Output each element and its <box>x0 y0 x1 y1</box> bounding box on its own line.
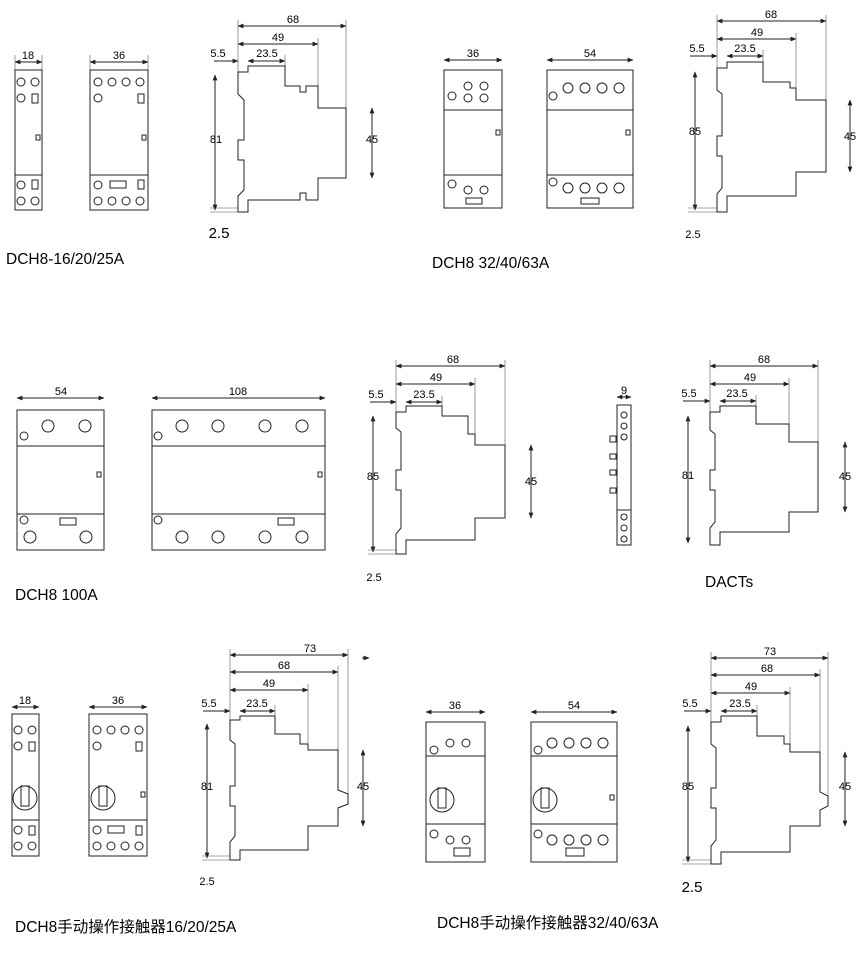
dim-width-18: 18 <box>22 50 34 62</box>
front-view-9mm-g4: 9 <box>609 385 632 546</box>
front-view-54mm-g6: 54 <box>530 700 618 863</box>
dim-2.5-g2: 2.5 <box>685 229 700 241</box>
front-view-36mm-g6: 36 <box>425 700 486 863</box>
dim-depth-68: 68 <box>287 14 299 26</box>
dim-width-36-g2: 36 <box>467 48 479 60</box>
dim-height-85-g6: 85 <box>682 781 694 793</box>
dim-depth-68-g4: 68 <box>758 354 770 366</box>
product-group-dch8-32-40-63a: 36 54 68 49 5.5 <box>432 9 856 272</box>
front-view-108mm-g3: 108 <box>151 386 326 551</box>
caption-manual-32-40-63a: DCH8手动操作接触器32/40/63A <box>437 914 659 932</box>
dim-height-45-g2: 45 <box>844 131 856 143</box>
dim-5.5-g3: 5.5 <box>368 389 383 401</box>
dim-5.5-g2: 5.5 <box>689 43 704 55</box>
dim-5.5: 5.5 <box>210 48 225 60</box>
dim-23.5-g3: 23.5 <box>413 389 434 401</box>
dim-23.5-g5: 23.5 <box>246 698 267 710</box>
dim-5.5-g6: 5.5 <box>682 698 697 710</box>
dim-width-36: 36 <box>113 50 125 62</box>
front-view-36mm: 36 <box>89 50 149 211</box>
side-view-g6: 73 68 49 5.5 23.5 85 45 2.5 <box>682 646 852 896</box>
dim-width-108-g3: 108 <box>229 386 247 398</box>
dim-depth-68-g6: 68 <box>761 663 773 675</box>
dim-height-45-g4: 45 <box>839 471 851 483</box>
side-view-g2: 68 49 5.5 23.5 85 45 2.5 <box>685 9 856 241</box>
dim-width-36-g6: 36 <box>449 700 461 712</box>
front-view-54mm-g3: 54 <box>16 386 105 551</box>
dim-depth-49-g2: 49 <box>751 27 763 39</box>
product-group-dch8-100a: 54 108 68 49 5.5 <box>15 354 537 604</box>
dim-depth-49-g6: 49 <box>745 681 757 693</box>
dim-height-45-g6: 45 <box>839 781 851 793</box>
product-group-dch8-16-20-25a: 18 36 68 49 5 <box>6 14 378 268</box>
dim-width-54-g3: 54 <box>55 386 67 398</box>
dim-height-81-g4: 81 <box>682 470 694 482</box>
dim-depth-73-g6: 73 <box>764 646 776 658</box>
product-group-manual-16-20-25a: 18 36 73 68 49 <box>11 643 370 936</box>
caption-manual-16-20-25a: DCH8手动操作接触器16/20/25A <box>15 918 237 936</box>
dim-2.5-g6: 2.5 <box>682 879 703 896</box>
dim-2.5: 2.5 <box>209 225 230 242</box>
front-view-36mm-g2: 36 <box>443 48 503 209</box>
front-view-18mm: 18 <box>14 50 43 211</box>
dim-depth-68-g3: 68 <box>447 354 459 366</box>
side-view-g1: 68 49 5.5 23.5 81 45 2.5 <box>209 14 379 242</box>
dim-depth-49-g5: 49 <box>263 678 275 690</box>
side-view-g4: 68 49 5.5 23.5 81 45 <box>681 354 851 546</box>
dim-depth-68-g5: 68 <box>278 660 290 672</box>
dim-2.5-g5: 2.5 <box>199 876 214 888</box>
dim-depth-73-g5: 73 <box>304 643 316 655</box>
dim-width-18-g5: 18 <box>19 695 31 707</box>
dim-height-81-g5: 81 <box>201 781 213 793</box>
dim-height-45-g3: 45 <box>525 476 537 488</box>
caption-dch8-100a: DCH8 100A <box>15 587 98 604</box>
dim-depth-49: 49 <box>272 32 284 44</box>
dim-width-54-g6: 54 <box>568 700 580 712</box>
dim-23.5: 23.5 <box>256 48 277 60</box>
dim-23.5-g6: 23.5 <box>729 698 750 710</box>
caption-dch8-16-20-25a: DCH8-16/20/25A <box>6 251 125 268</box>
dim-height-85-g3: 85 <box>367 471 379 483</box>
dim-width-9: 9 <box>621 385 627 397</box>
caption-dch8-32-40-63a: DCH8 32/40/63A <box>432 255 550 272</box>
dim-5.5-g5: 5.5 <box>201 698 216 710</box>
dim-width-54-g2: 54 <box>584 48 596 60</box>
front-view-54mm-g2: 54 <box>546 48 634 209</box>
dim-23.5-g2: 23.5 <box>734 43 755 55</box>
dim-depth-68-g2: 68 <box>765 9 777 21</box>
dim-width-36-g5: 36 <box>112 695 124 707</box>
side-view-g3: 68 49 5.5 23.5 85 45 2.5 <box>366 354 537 584</box>
front-view-18mm-g5: 18 <box>11 695 40 857</box>
product-group-dacts: 9 68 49 5.5 23.5 81 45 DACTs <box>609 354 851 591</box>
dim-5.5-g4: 5.5 <box>681 388 696 400</box>
side-view-g5: 73 68 49 5.5 23.5 81 45 2.5 <box>199 643 370 888</box>
dim-height-81: 81 <box>210 134 222 146</box>
dim-2.5-g3: 2.5 <box>366 572 381 584</box>
dim-23.5-g4: 23.5 <box>726 388 747 400</box>
front-view-36mm-g5: 36 <box>88 695 148 857</box>
dim-height-45-g5: 45 <box>357 781 369 793</box>
dim-depth-49-g4: 49 <box>744 372 756 384</box>
dim-depth-49-g3: 49 <box>430 372 442 384</box>
caption-dacts: DACTs <box>705 574 753 591</box>
product-group-manual-32-40-63a: 36 54 73 68 49 <box>425 646 852 932</box>
dim-height-85-g2: 85 <box>689 126 701 138</box>
dim-height-45: 45 <box>366 134 378 146</box>
